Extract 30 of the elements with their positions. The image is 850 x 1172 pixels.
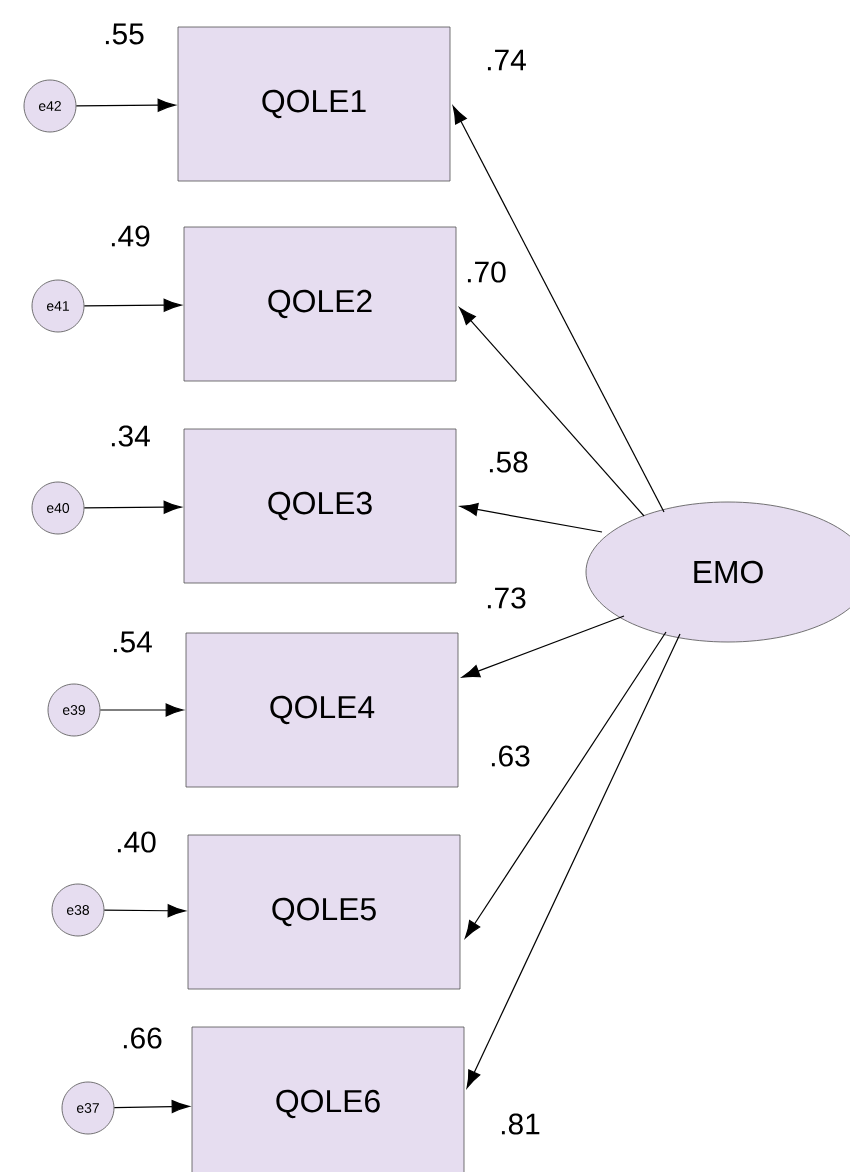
arrow (459, 307, 645, 517)
edge-label: .58 (485, 449, 531, 475)
coefficient-label: .34 (111, 425, 150, 447)
arrow (103, 904, 186, 918)
arrow (113, 1100, 190, 1114)
coefficient-label: .55 (105, 23, 144, 45)
variable-box: QOLE2 (183, 226, 457, 382)
variable-box: QOLE1 (177, 26, 451, 182)
edge-label: .74 (483, 47, 529, 73)
edge-label: .63 (487, 743, 533, 769)
coefficient-label: .54 (113, 631, 152, 653)
edge-label: .70 (463, 259, 509, 285)
variable-box: QOLE4 (185, 632, 459, 788)
variable-box: QOLE5 (187, 834, 461, 990)
arrow (452, 105, 665, 513)
arrow (99, 703, 184, 717)
variable-box: QOLE3 (183, 428, 457, 584)
arrow (83, 298, 182, 312)
edge-label: .81 (497, 1111, 543, 1137)
arrow (460, 502, 603, 533)
coefficient-label: .66 (123, 1027, 162, 1049)
arrow (75, 98, 176, 112)
coefficient-label: .40 (117, 831, 156, 853)
arrow (83, 500, 182, 514)
arrow (461, 615, 625, 678)
coefficient-label: .49 (111, 225, 150, 247)
edge-label: .73 (483, 585, 529, 611)
arrow (464, 631, 667, 939)
variable-box: QOLE6 (191, 1026, 465, 1172)
arrow (466, 633, 681, 1089)
